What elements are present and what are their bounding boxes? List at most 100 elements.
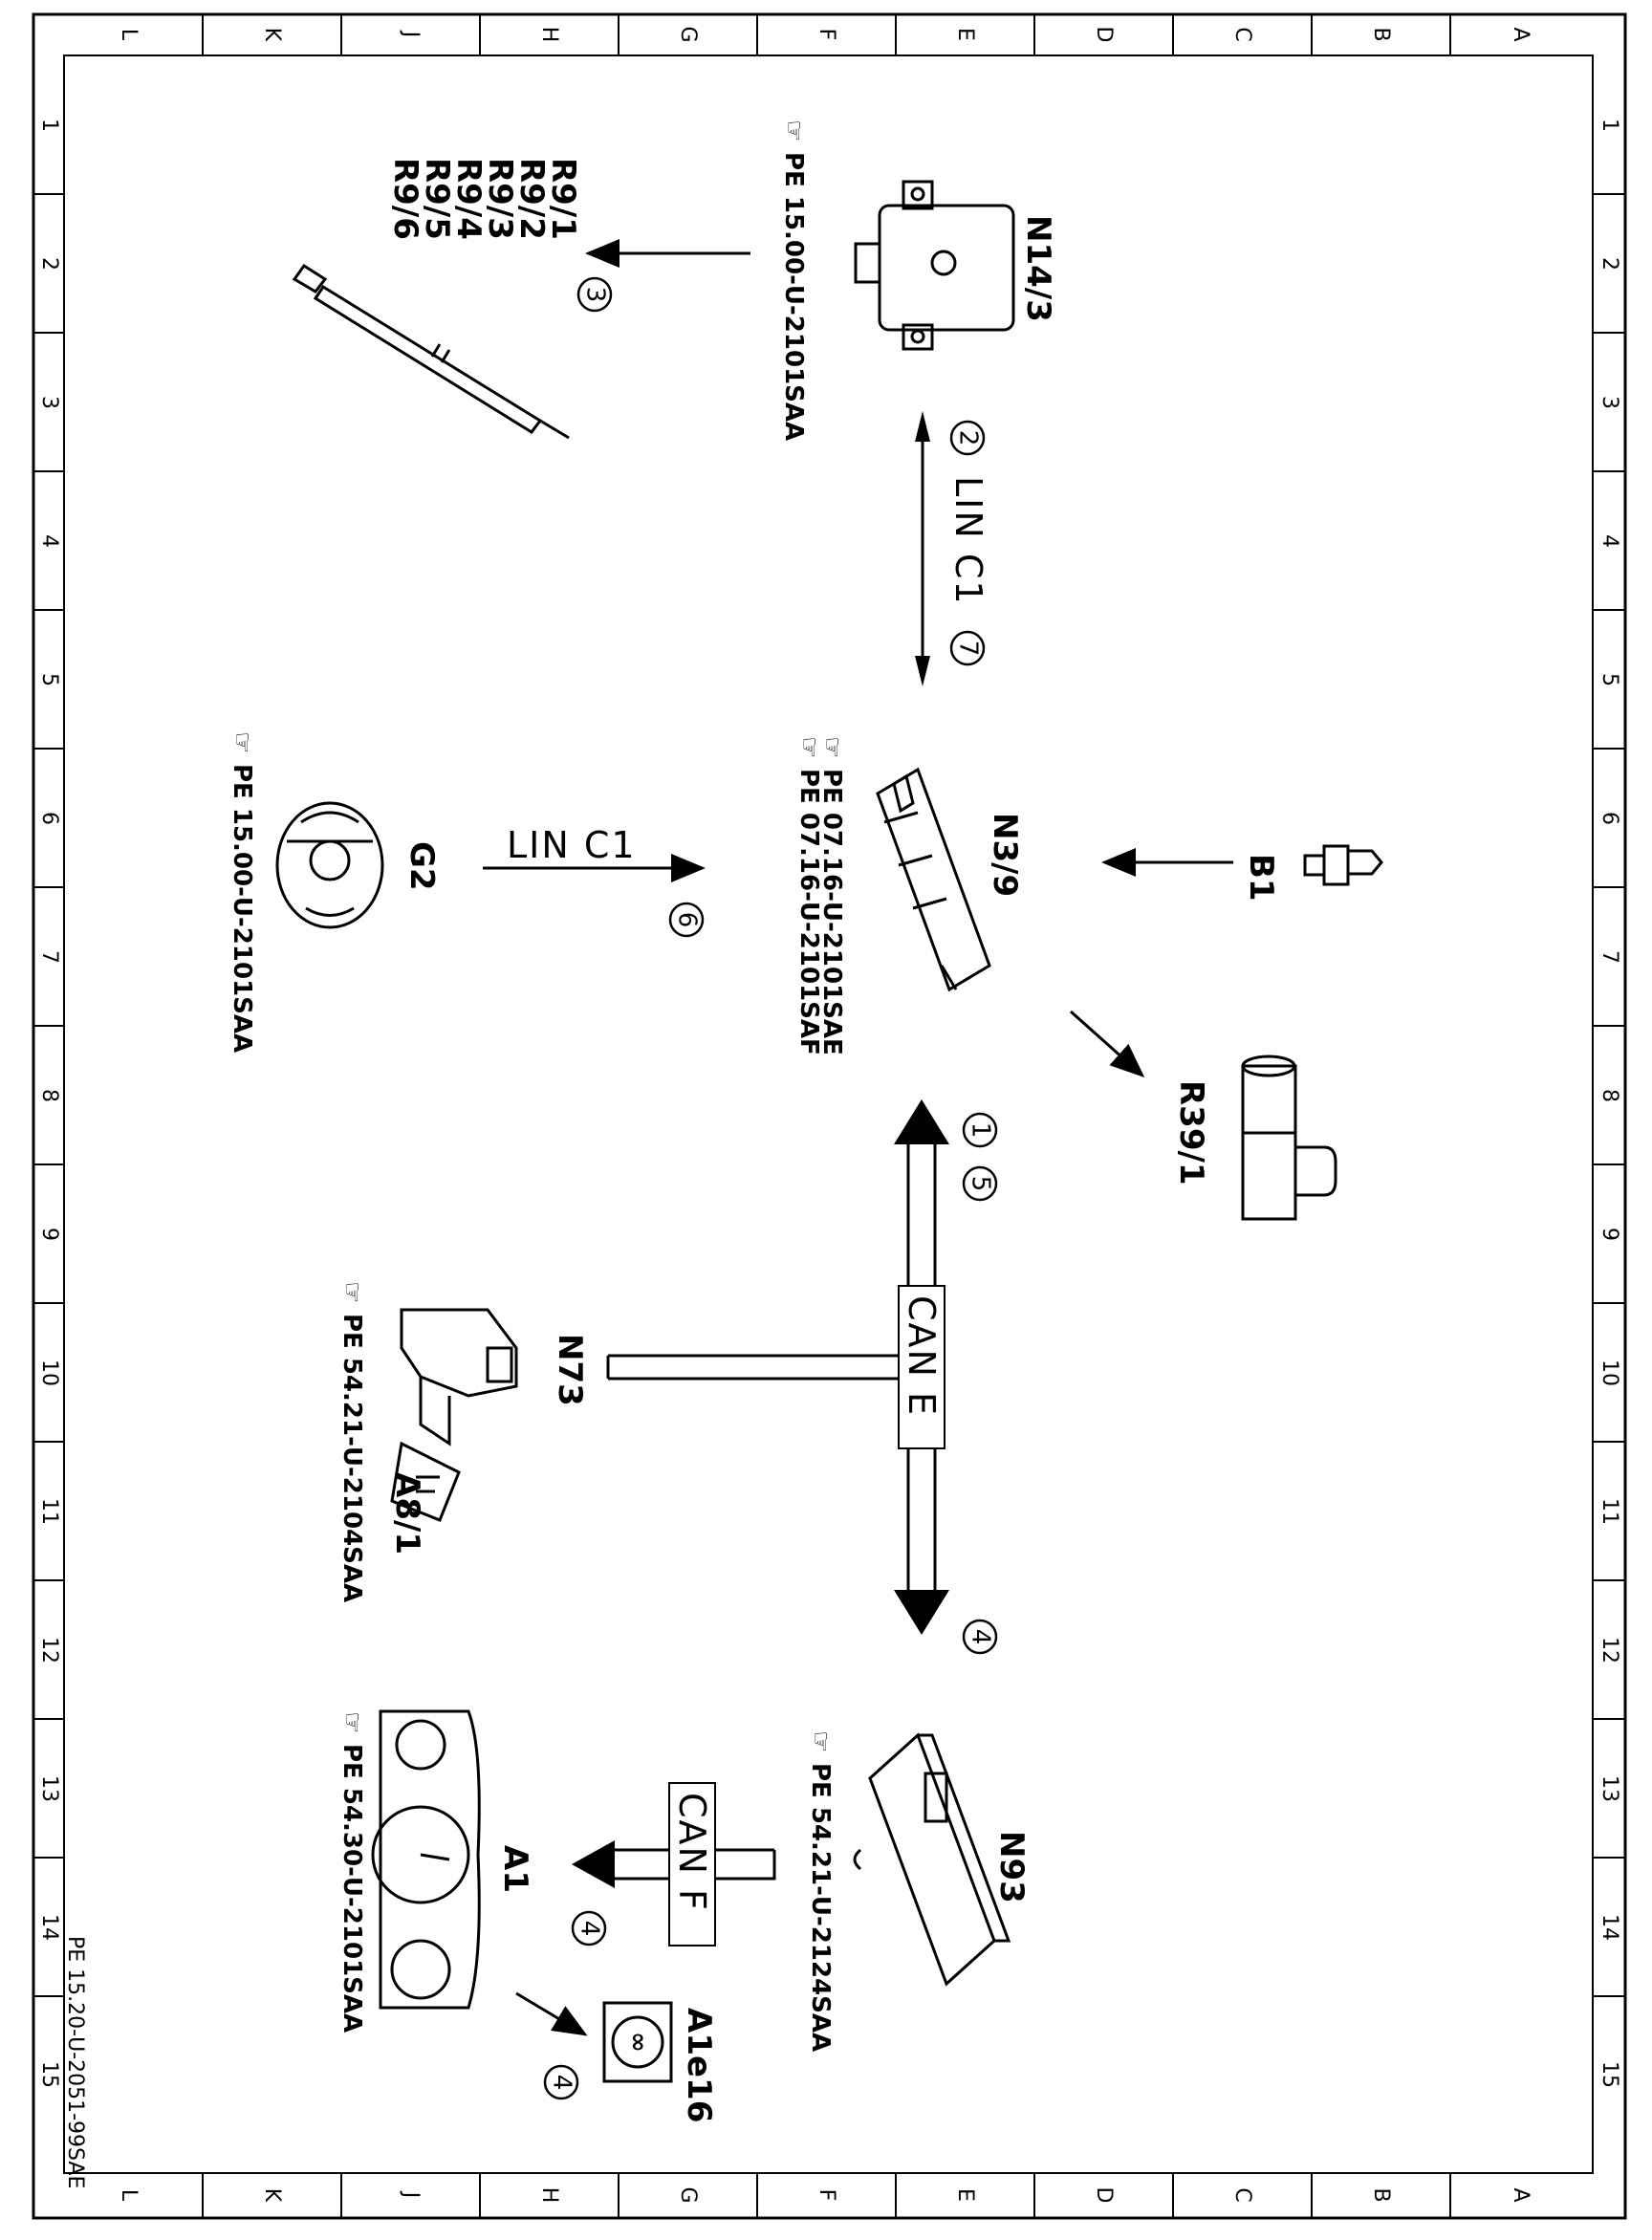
grid-letter: L	[117, 2189, 141, 2202]
label-a1: A1	[496, 1845, 534, 1893]
grid-number: 7	[37, 950, 61, 964]
circle-4-a1e16-text: 4	[548, 2075, 576, 2091]
inner-frame	[63, 54, 1594, 2174]
ref-text-n3-9-b: PE 07.16-U-2101SAF	[794, 769, 823, 1055]
grid-number: 4	[1598, 534, 1621, 548]
grid-number: 13	[1598, 1775, 1621, 1802]
grid-number: 14	[37, 1914, 61, 1941]
grid-letter: G	[676, 26, 700, 42]
arrow-to-a1e16	[515, 1991, 588, 2036]
grid-letter: J	[399, 2190, 423, 2199]
grid-letter: L	[117, 29, 141, 41]
can-f-label-box	[668, 1782, 716, 1946]
grid-letter: C	[1230, 27, 1254, 41]
grid-letter: D	[1092, 2187, 1116, 2204]
grid-number: 12	[37, 1637, 61, 1664]
grid-ticks-bottom	[202, 2173, 1451, 2218]
grid-number: 4	[37, 534, 61, 548]
circle-6: 6	[668, 902, 705, 938]
ref-text-n93: PE 54.21-U-2124SAA	[806, 1763, 835, 2052]
n14-3-module-drawing	[854, 180, 1015, 351]
grid-ticks-right	[1593, 193, 1625, 1997]
grid-number: 8	[37, 1089, 61, 1102]
label-b1: B1	[1242, 854, 1280, 902]
ref-text-a1: PE 54.30-U-2101SAA	[337, 1744, 366, 2033]
n73-drawing	[390, 1308, 518, 1522]
label-r9-6: R9/6	[386, 158, 424, 240]
grid-number: 11	[37, 1498, 61, 1525]
label-n93: N93	[992, 1831, 1031, 1903]
grid-number: 9	[37, 1228, 61, 1241]
grid-letter: K	[260, 2188, 284, 2203]
label-n3-9: N3/9	[986, 813, 1024, 897]
ref-text-n3-9-a: PE 07.16-U-2101SAE	[817, 769, 846, 1055]
pointer-hand-icon: ☞	[806, 1730, 835, 1752]
grid-number: 1	[37, 119, 61, 132]
grid-letter: C	[1230, 2187, 1254, 2202]
a1e16-box	[602, 2001, 673, 2083]
grid-number: 2	[37, 257, 61, 271]
circle-3: 3	[576, 276, 613, 313]
lin-c1-top-arrowhead-down	[915, 656, 930, 686]
can-e-label: CAN E	[901, 1295, 943, 1417]
circle-7: 7	[949, 630, 986, 666]
circle-4-can-e: 4	[962, 1619, 998, 1655]
pointer-hand-icon: ☞	[337, 1711, 366, 1733]
grid-number: 1	[1598, 119, 1621, 132]
grid-letter: E	[953, 28, 977, 41]
can-e-arrowhead-up	[894, 1099, 949, 1144]
document-stamp: PE 15.20-U-2051-99SAE	[63, 1936, 87, 2188]
n3-9-module-drawing	[876, 767, 991, 992]
ref-a1: ☞ PE 54.30-U-2101SAA	[337, 1711, 366, 2033]
ref-a8-1: ☞ PE 54.21-U-2104SAA	[337, 1281, 366, 1602]
grid-number: 15	[1598, 2061, 1621, 2088]
pointer-hand-icon: ☞	[794, 736, 823, 758]
arrow-n3-9-to-r39-1	[1070, 1010, 1145, 1077]
grid-number: 5	[1598, 673, 1621, 686]
a1e16-lamp-circle	[611, 2015, 664, 2069]
grid-letter: H	[537, 27, 561, 43]
ref-text-g2: PE 15.00-U-2101SAA	[228, 764, 256, 1053]
glow-plug-lamp-icon: ∞	[624, 2032, 653, 2053]
label-r9-3: R9/3	[481, 158, 519, 240]
circle-1: 1	[962, 1112, 998, 1148]
ref-n3-9-b: ☞ PE 07.16-U-2101SAF	[794, 736, 823, 1055]
can-e-arrowhead-down	[894, 1590, 949, 1635]
label-r9-4: R9/4	[449, 158, 488, 240]
grid-number: 9	[1598, 1228, 1621, 1241]
r9-labels: R9/1 R9/2 R9/3 R9/4 R9/5 R9/6	[386, 158, 582, 240]
grid-number: 2	[1598, 257, 1621, 271]
grid-number: 14	[1598, 1914, 1621, 1941]
grid-letter: E	[953, 2188, 977, 2202]
grid-number: 6	[1598, 812, 1621, 825]
b1-sensor-drawing	[1303, 844, 1383, 886]
grid-ticks-top	[202, 14, 1451, 55]
circle-5: 5	[962, 1165, 998, 1202]
pointer-hand-icon: ☞	[337, 1281, 366, 1303]
grid-letter: K	[260, 28, 284, 42]
grid-letter: B	[1369, 27, 1393, 41]
grid-number: 7	[1598, 950, 1621, 964]
grid-letter: H	[537, 2187, 561, 2204]
pointer-hand-icon: ☞	[817, 736, 846, 758]
label-r9-2: R9/2	[512, 158, 551, 240]
a1-instrument-cluster-drawing	[371, 1709, 481, 2010]
circle-2-text: 2	[954, 430, 983, 446]
grid-letter: G	[676, 2186, 700, 2203]
grid-number: 5	[37, 673, 61, 686]
circle-3-text: 3	[581, 287, 610, 303]
grid-number: 6	[37, 812, 61, 825]
ref-g2: ☞ PE 15.00-U-2101SAA	[228, 731, 256, 1053]
glow-plug-drawing	[292, 263, 570, 440]
grid-letter: F	[815, 2189, 838, 2202]
circle-1-text: 1	[967, 1122, 995, 1139]
grid-letter: F	[815, 29, 838, 41]
grid-letter: B	[1369, 2187, 1393, 2202]
ref-n14-3: ☞ PE 15.00-U-2101SAA	[779, 120, 808, 441]
label-n14-3: N14/3	[1019, 215, 1057, 322]
n93-drawing	[853, 1732, 1011, 1987]
grid-letters-bottom: L K J H G F E D C B A	[117, 2186, 1532, 2203]
circle-4-can-f: 4	[571, 1910, 607, 1946]
lin-c1-top-label: LIN C1	[947, 476, 989, 606]
grid-number: 12	[1598, 1637, 1621, 1664]
